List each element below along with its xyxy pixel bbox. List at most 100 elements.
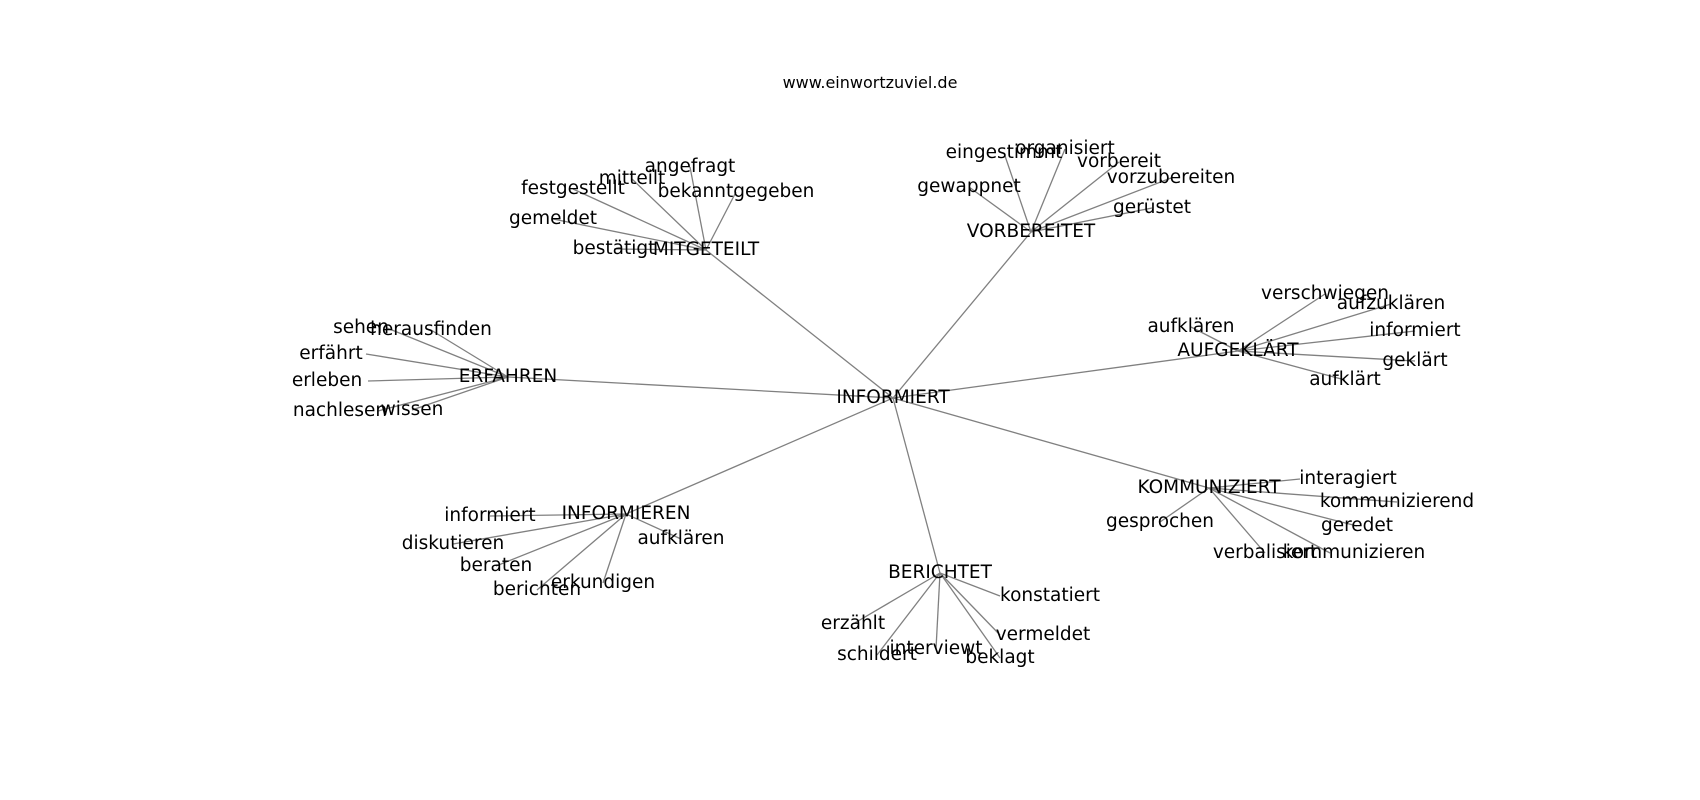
edge-hub-to-leaf bbox=[625, 513, 682, 540]
leaf-node-label: gemeldet bbox=[509, 208, 597, 229]
edge-center-to-hub bbox=[507, 376, 894, 399]
edge-hub-to-leaf bbox=[1030, 148, 1066, 233]
hub-node-label: KOMMUNIZIERT bbox=[1137, 477, 1281, 498]
leaf-node-label: vorbereit bbox=[1077, 151, 1161, 172]
edge-hub-to-leaf bbox=[1208, 487, 1331, 554]
graph-node-labels: INFORMIERT MITGETEILT angefragtmitteiltfes… bbox=[292, 138, 1474, 668]
edge-hub-to-leaf bbox=[631, 178, 707, 251]
edge-hub-to-leaf bbox=[1237, 303, 1392, 352]
edge-hub-to-leaf bbox=[430, 329, 509, 378]
edge-hub-to-leaf bbox=[386, 327, 509, 378]
leaf-node-label: verschwiegen bbox=[1261, 283, 1389, 304]
leaf-node-label: organisiert bbox=[1015, 138, 1115, 159]
edge-hub-to-leaf bbox=[876, 572, 941, 656]
leaf-node-label: kommunizierend bbox=[1320, 491, 1474, 512]
leaf-node-label: geklärt bbox=[1382, 350, 1447, 371]
leaf-node-label: beklagt bbox=[965, 647, 1034, 668]
edge-hub-to-leaf bbox=[1237, 293, 1326, 352]
edge-hub-to-leaf bbox=[705, 191, 737, 251]
leaf-node-label: festgestellt bbox=[521, 178, 625, 199]
edge-hub-to-leaf bbox=[411, 376, 509, 411]
edge-hub-to-leaf bbox=[939, 572, 1001, 659]
edge-hub-to-leaf bbox=[1237, 350, 1346, 381]
edge-hub-to-leaf bbox=[495, 513, 627, 567]
leaf-node-label: mitteilt bbox=[599, 168, 666, 189]
center-node-label: INFORMIERT bbox=[836, 387, 950, 408]
leaf-node-label: interagiert bbox=[1299, 468, 1397, 489]
edge-hub-to-leaf bbox=[572, 188, 707, 251]
edge-hub-to-leaf bbox=[377, 376, 509, 412]
leaf-node-label: aufzuklären bbox=[1337, 293, 1446, 314]
leaf-node-label: erfährt bbox=[299, 343, 362, 364]
edge-hub-to-leaf bbox=[1237, 330, 1416, 352]
hub-node-label: VORBEREITET bbox=[967, 221, 1096, 242]
edge-hub-to-leaf bbox=[1208, 487, 1398, 503]
edge-hub-to-leaf bbox=[602, 513, 627, 584]
leaf-node-label: eingestimmt bbox=[946, 142, 1063, 163]
leaf-node-label: sehen bbox=[333, 317, 389, 338]
hub-node-label: BERICHTET bbox=[888, 562, 993, 583]
edge-hub-to-leaf bbox=[689, 166, 707, 251]
edge-hub-to-leaf bbox=[935, 572, 941, 650]
edge-hub-to-leaf bbox=[1030, 161, 1120, 233]
leaf-node-label: erzählt bbox=[821, 613, 885, 634]
edge-hub-to-leaf bbox=[1030, 207, 1153, 233]
edge-center-to-hub bbox=[892, 231, 1032, 399]
edge-hub-to-leaf bbox=[968, 186, 1032, 233]
edge-hub-to-leaf bbox=[1208, 478, 1301, 489]
leaf-node-label: konstatiert bbox=[1000, 585, 1100, 606]
leaf-node-label: vermeldet bbox=[996, 624, 1091, 645]
leaf-node-label: informiert bbox=[444, 505, 535, 526]
edge-hub-to-leaf bbox=[552, 218, 707, 251]
leaf-node-label: bestätigt bbox=[573, 238, 656, 259]
leaf-node-label: gewappnet bbox=[917, 176, 1020, 197]
edge-center-to-hub bbox=[892, 350, 1239, 399]
leaf-node-label: erleben bbox=[292, 370, 362, 391]
edge-hub-to-leaf bbox=[536, 513, 627, 591]
leaf-node-label: nachlesen bbox=[293, 400, 387, 421]
leaf-node-label: gerüstet bbox=[1113, 197, 1191, 218]
edge-hub-to-leaf bbox=[613, 248, 707, 251]
hub-node-label: AUFGEKLÄRT bbox=[1177, 340, 1299, 361]
edge-hub-to-leaf bbox=[1159, 487, 1210, 523]
site-title: www.einwortzuviel.de bbox=[783, 73, 958, 92]
edge-center-to-hub bbox=[705, 249, 894, 399]
hub-node-label: INFORMIEREN bbox=[562, 503, 691, 524]
leaf-node-label: angefragt bbox=[645, 156, 736, 177]
edge-hub-to-leaf bbox=[452, 513, 627, 545]
leaf-node-label: erkundigen bbox=[551, 572, 655, 593]
leaf-node-label: interviewt bbox=[890, 638, 983, 659]
leaf-node-label: gesprochen bbox=[1106, 511, 1214, 532]
edge-hub-to-leaf bbox=[1030, 177, 1172, 233]
leaf-node-label: bekanntgegeben bbox=[658, 181, 815, 202]
edge-hub-to-leaf bbox=[365, 353, 509, 378]
edge-hub-to-leaf bbox=[1190, 326, 1239, 352]
leaf-node-label: herausfinden bbox=[370, 319, 492, 340]
graph-edges bbox=[365, 148, 1416, 659]
leaf-node-label: kommunizieren bbox=[1283, 542, 1426, 563]
edge-hub-to-leaf bbox=[939, 572, 1001, 597]
edge-center-to-hub bbox=[892, 397, 1210, 489]
leaf-node-label: diskutieren bbox=[402, 533, 504, 554]
leaf-node-label: vorzubereiten bbox=[1107, 167, 1236, 188]
leaf-node-label: schildert bbox=[837, 644, 917, 665]
leaf-node-label: informiert bbox=[1369, 320, 1460, 341]
edge-hub-to-leaf bbox=[1208, 487, 1266, 554]
edge-center-to-hub bbox=[625, 397, 894, 515]
edge-hub-to-leaf bbox=[939, 572, 1001, 636]
hub-node-label: ERFAHREN bbox=[459, 366, 557, 387]
edge-center-to-hub bbox=[892, 397, 941, 574]
edge-hub-to-leaf bbox=[1208, 487, 1358, 527]
edge-hub-to-leaf bbox=[1003, 152, 1032, 233]
leaf-node-label: aufklären bbox=[637, 528, 724, 549]
edge-hub-to-leaf bbox=[489, 513, 627, 517]
leaf-node-label: berichten bbox=[493, 579, 581, 600]
edge-hub-to-leaf bbox=[852, 572, 941, 625]
leaf-node-label: verbalisiert bbox=[1213, 542, 1317, 563]
leaf-node-label: wissen bbox=[381, 399, 444, 420]
edge-hub-to-leaf bbox=[1237, 350, 1416, 362]
hub-node-label: MITGETEILT bbox=[653, 239, 760, 260]
leaf-node-label: beraten bbox=[460, 555, 532, 576]
leaf-node-label: aufklären bbox=[1147, 316, 1234, 337]
